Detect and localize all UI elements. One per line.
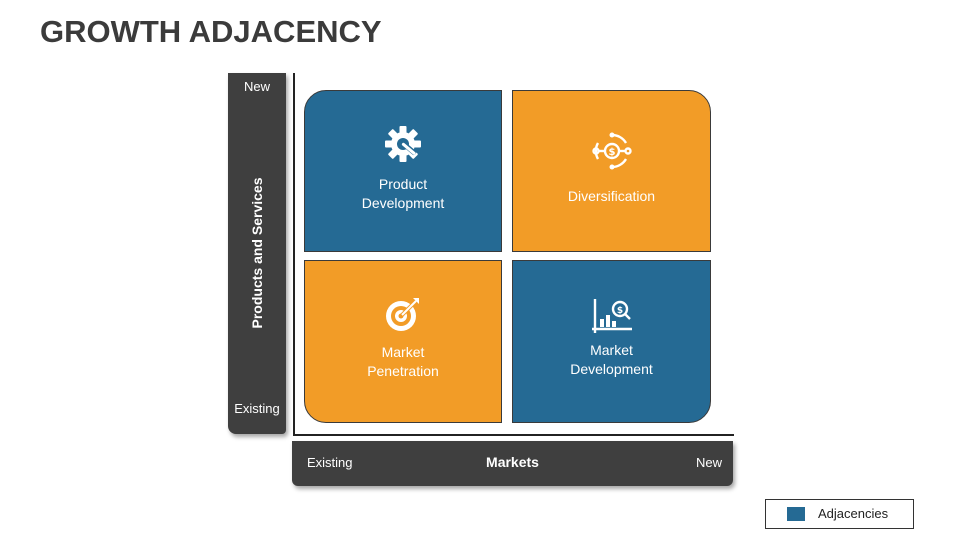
x-axis-bar: Existing Markets New (292, 441, 733, 486)
x-axis-title: Markets (486, 454, 539, 470)
horizontal-axis-line (293, 434, 734, 436)
quadrant-label: Diversification (567, 188, 656, 204)
vertical-axis-line (293, 73, 295, 436)
y-axis-bar: New Products and Services Existing (228, 73, 286, 434)
svg-text:$: $ (608, 147, 615, 158)
y-axis-bottom-label: Existing (234, 401, 280, 416)
x-axis-right-label: New (695, 455, 722, 470)
y-axis-top-label: New (243, 79, 270, 94)
svg-text:$: $ (616, 306, 622, 316)
gear-wrench-icon (385, 126, 421, 162)
chart-dollar-search-icon: $ (591, 299, 632, 333)
dollar-network-icon: $ (591, 132, 632, 170)
x-axis-left-label: Existing (307, 455, 353, 470)
target-icon (386, 298, 419, 331)
legend: Adjacencies (765, 499, 914, 529)
page-title: GROWTH ADJACENCY (40, 14, 382, 49)
legend-swatch (787, 507, 805, 521)
quadrant-diversification: $ Diversification (512, 90, 711, 252)
y-axis-title: Products and Services (249, 177, 265, 329)
legend-label: Adjacencies (818, 506, 889, 521)
